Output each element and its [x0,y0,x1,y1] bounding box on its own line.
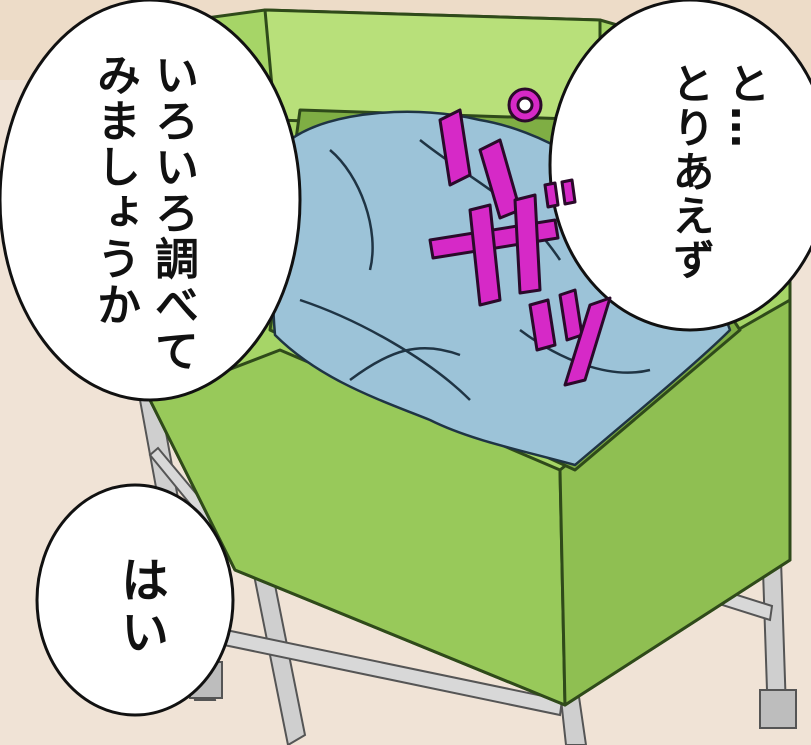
speech-balloon-left [0,0,302,402]
dialogue-right: と… とりあえず [666,62,771,282]
dialogue-bottom-left: はい [112,555,168,659]
speech-balloon-bottom-left [35,483,235,717]
dialogue-left: いろいろ調べて みましょうか [89,52,198,374]
speech-balloon-right [548,0,811,332]
sound-effect-lettering [428,87,612,387]
